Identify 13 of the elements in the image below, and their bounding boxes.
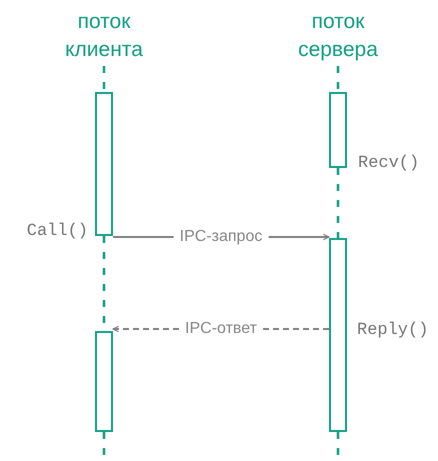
activation-bar [329,92,347,168]
lifeline [336,168,340,238]
function-call-label: Recv() [358,154,420,174]
lifeline [336,66,340,92]
function-call-label: Call() [26,222,88,242]
lifeline [102,66,106,92]
message-label: IPC-запрос [174,227,268,247]
activation-bar [95,331,113,432]
activation-bar [329,238,347,432]
function-call-label: Reply() [357,321,428,341]
lifeline-title: поток сервера [288,8,388,64]
activation-bar [95,92,113,236]
lifeline-title: поток клиента [54,8,154,64]
